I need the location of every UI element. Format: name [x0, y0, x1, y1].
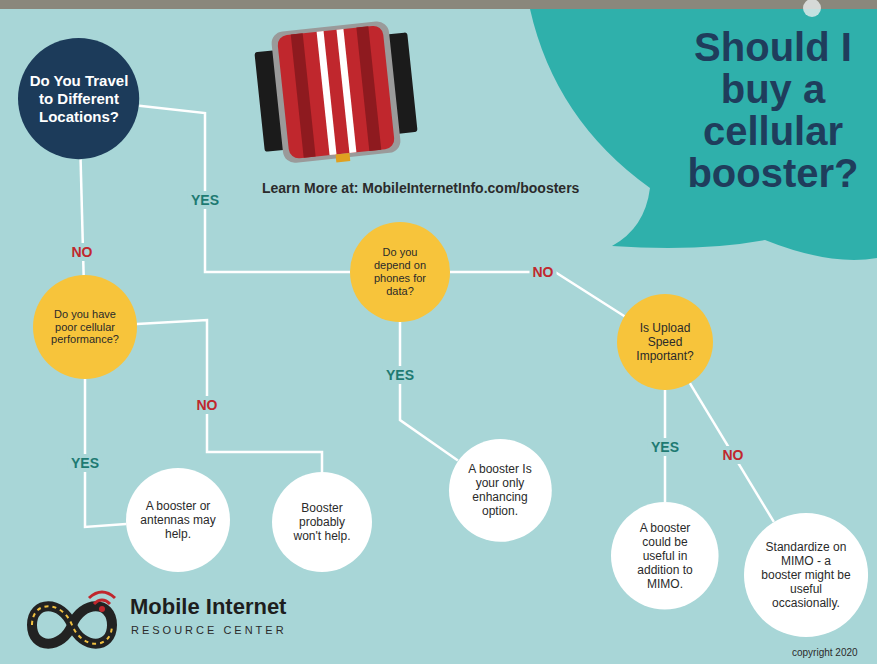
logo-icon: [32, 592, 115, 644]
copyright: copyright 2020: [792, 647, 858, 658]
text-wrap: A booster could be useful in addition to…: [630, 521, 700, 592]
text-wrap: Do you depend on phones for data?: [368, 246, 432, 298]
node-text: Is Upload Speed Important?: [632, 321, 698, 363]
title-blob: [530, 9, 877, 260]
edge-label: YES: [648, 438, 682, 456]
circle-fill: [617, 294, 713, 390]
node-text: Do You Travel to Different Locations?: [29, 72, 129, 125]
decision-circle: Do you depend on phones for data?: [350, 222, 450, 322]
logo-name: Mobile Internet: [130, 594, 286, 620]
decision-circle: Do you have poor cellular performance?: [33, 275, 137, 379]
node-text: Do you depend on phones for data?: [368, 246, 432, 298]
info-icon: [803, 0, 821, 17]
circle-fill: [744, 513, 868, 637]
decision-circle: Is Upload Speed Important?: [617, 294, 713, 390]
node-text: Standardize on MIMO - a booster might be…: [760, 540, 852, 611]
text-wrap: Do You Travel to Different Locations?: [29, 72, 129, 125]
node-text: A booster or antennas may help.: [138, 499, 218, 541]
url-note: Learn More at: MobileInternetInfo.com/bo…: [262, 180, 579, 196]
edge-label: YES: [68, 454, 102, 472]
connector: [400, 322, 458, 461]
text-wrap: Do you have poor cellular performance?: [47, 308, 123, 347]
outcome-circle: Standardize on MIMO - a booster might be…: [744, 513, 868, 637]
node-text: Booster probably won't help.: [287, 501, 357, 543]
text-wrap: Is Upload Speed Important?: [632, 321, 698, 363]
edge-label: YES: [383, 366, 417, 384]
circle-fill: [272, 472, 372, 572]
top-strip: [0, 0, 877, 9]
title: Should I buy a cellular booster?: [682, 26, 864, 194]
text-wrap: A booster Is your only enhancing option.: [462, 462, 538, 519]
text-wrap: A booster or antennas may help.: [138, 499, 218, 541]
circle-fill: [126, 468, 230, 572]
text-wrap: Booster probably won't help.: [287, 501, 357, 543]
outcome-circle: A booster or antennas may help.: [126, 468, 230, 572]
node-text: A booster Is your only enhancing option.: [462, 462, 538, 519]
connector: [690, 383, 774, 522]
node-text: Do you have poor cellular performance?: [47, 308, 123, 347]
outcome-circle: A booster could be useful in addition to…: [611, 502, 719, 610]
edge-label: NO: [720, 446, 747, 464]
edge-label: NO: [194, 396, 221, 414]
circle-fill: [611, 502, 719, 610]
text-wrap: Standardize on MIMO - a booster might be…: [760, 540, 852, 611]
circle-fill: [350, 222, 450, 322]
circle-fill: [18, 38, 139, 159]
outcome-circle: A booster Is your only enhancing option.: [449, 439, 552, 542]
edge-label: YES: [188, 191, 222, 209]
connector: [137, 320, 322, 472]
edge-label: NO: [530, 263, 557, 281]
circle-fill: [449, 439, 552, 542]
outcome-circle: Booster probably won't help.: [272, 472, 372, 572]
edge-label: NO: [69, 243, 96, 261]
node-text: A booster could be useful in addition to…: [630, 521, 700, 592]
start-circle: Do You Travel to Different Locations?: [18, 38, 139, 159]
connector: [85, 379, 126, 527]
circle-fill: [33, 275, 137, 379]
booster-illustration: [253, 18, 420, 169]
logo-subtitle: RESOURCE CENTER: [131, 624, 287, 636]
